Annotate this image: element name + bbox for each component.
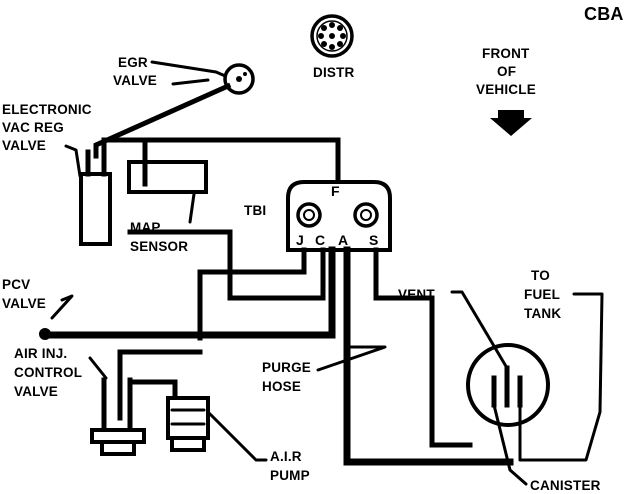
vent-label: VENT	[398, 287, 435, 302]
air-pump-label-line1: A.I.R	[270, 449, 302, 464]
distributor-icon	[310, 14, 354, 58]
evrv-leader-line	[64, 144, 82, 178]
map-sensor-body	[127, 160, 208, 194]
fuel-label-line2: FUEL	[524, 287, 560, 302]
airinj-leader-line	[88, 356, 108, 380]
pcv-hose	[44, 246, 336, 339]
vent-leader-line	[450, 290, 509, 370]
front-arrow-icon	[490, 110, 532, 136]
diagram-code: CBA	[584, 4, 624, 24]
tbi-body	[286, 180, 392, 252]
tbi-injector-left	[296, 202, 322, 228]
tbi-s-hose	[373, 247, 473, 448]
air-inj-control-hose	[117, 349, 203, 421]
evrv-body	[79, 172, 112, 246]
tbi-port-j: J	[296, 232, 304, 248]
air-pump-icon	[166, 396, 210, 452]
purge-hose	[343, 246, 514, 466]
egr-leader-line	[150, 60, 232, 80]
front-label-line3: VEHICLE	[476, 82, 536, 97]
egr-vacuum-hose	[93, 82, 232, 159]
pcv-leader-line	[50, 294, 74, 320]
purge-label-line2: HOSE	[262, 379, 301, 394]
air-pump-leader-line	[206, 410, 268, 462]
tbi-j-hose	[197, 247, 307, 341]
map-label-line2: SENSOR	[130, 239, 188, 254]
airinj-label-line2: CONTROL	[14, 365, 82, 380]
tbi-port-f: F	[331, 183, 340, 199]
tbi-port-c: C	[315, 232, 325, 248]
egr-leader-line-2	[171, 78, 210, 86]
evrv-to-tbi-f-hose	[101, 137, 341, 183]
air-inj-control-valve-icon	[90, 377, 178, 456]
egr-label-line1: EGR	[118, 55, 148, 70]
pcv-valve-icon	[39, 328, 51, 340]
tbi-port-s: S	[369, 232, 379, 248]
canister-icon	[466, 343, 550, 427]
pcv-label-line1: PCV	[2, 277, 30, 292]
airinj-label-line3: VALVE	[14, 384, 58, 399]
air-pump-label-line2: PUMP	[270, 468, 310, 483]
map-leader-line	[188, 192, 196, 224]
airinj-label-line1: AIR INJ.	[14, 346, 67, 361]
canister-label: CANISTER	[530, 478, 601, 493]
distributor-label: DISTR	[313, 65, 355, 80]
tbi-injector-right	[353, 202, 379, 228]
egr-valve-icon	[223, 63, 255, 95]
evrv-label-line3: VALVE	[2, 138, 46, 153]
egr-label-line2: VALVE	[113, 73, 157, 88]
evrv-label-line1: ELECTRONIC	[2, 102, 92, 117]
canister-leader-line	[492, 403, 528, 486]
tbi-label: TBI	[244, 203, 266, 218]
tbi-port-a: A	[338, 232, 348, 248]
front-label-line2: OF	[497, 64, 516, 79]
tbi-c-hose-a	[127, 229, 326, 301]
evrv-label-line2: VAC REG	[2, 120, 64, 135]
purge-leader-line	[316, 345, 387, 372]
front-label-line1: FRONT	[482, 46, 530, 61]
fuel-label-line1: TO	[531, 268, 550, 283]
fuel-label-line3: TANK	[524, 306, 561, 321]
pcv-label-line2: VALVE	[2, 296, 46, 311]
fuel-tank-hose	[518, 292, 604, 462]
purge-label-line1: PURGE	[262, 360, 311, 375]
